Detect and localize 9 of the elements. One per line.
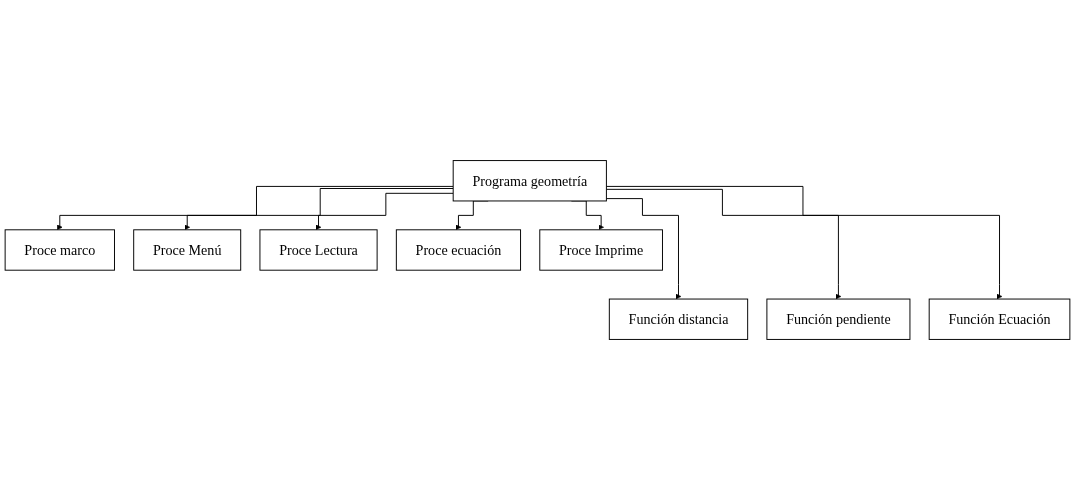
node-box — [608, 298, 749, 340]
node-box — [928, 298, 1071, 340]
node-box — [133, 229, 242, 271]
node-box — [259, 229, 378, 271]
node-box — [539, 229, 663, 271]
node-box — [395, 229, 522, 271]
node-box — [452, 160, 607, 202]
node-box — [4, 229, 115, 271]
node-box — [766, 298, 911, 340]
